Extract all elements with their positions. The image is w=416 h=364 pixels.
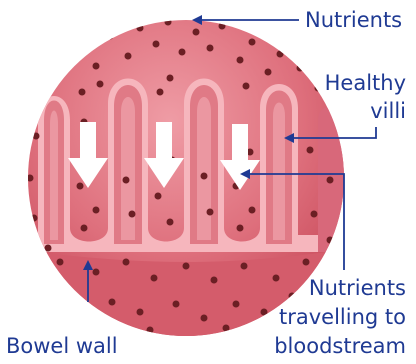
villus-4 [266, 91, 292, 245]
label-nutrients-travelling-line2: travelling to [279, 304, 406, 330]
label-nutrients-travelling-line3: bloodstream [274, 333, 406, 359]
label-nutrients-travelling-line1: Nutrients [309, 275, 406, 301]
villus-1 [44, 101, 64, 245]
label-healthy-villi-line1: Healthy [325, 70, 406, 96]
label-nutrients: Nutrients [305, 7, 402, 33]
villus-2 [114, 85, 142, 244]
villus-3 [190, 85, 218, 244]
label-bowel-wall: Bowel wall [6, 333, 118, 359]
label-healthy-villi-line2: villi [370, 98, 406, 124]
